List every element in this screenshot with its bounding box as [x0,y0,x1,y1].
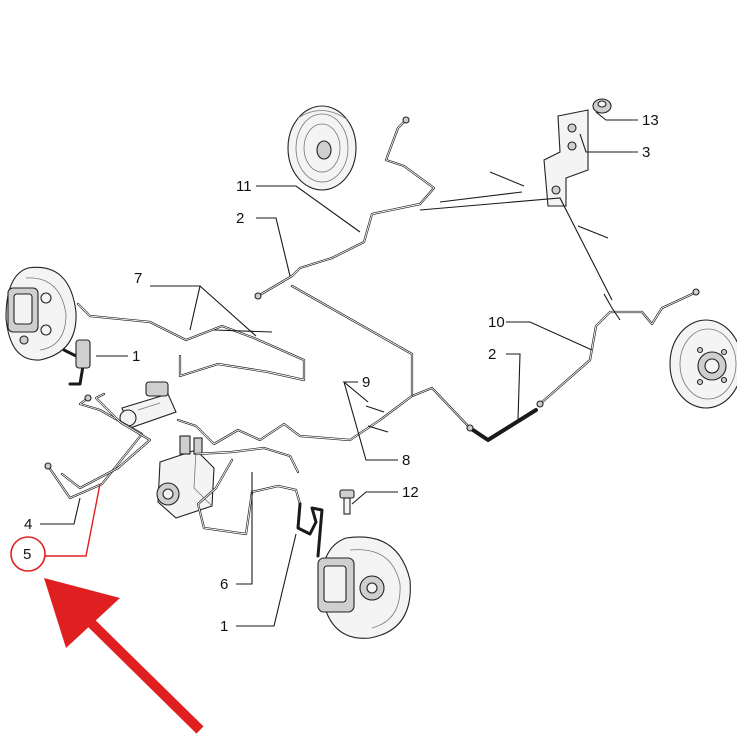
callout-2-top: 2 [236,210,244,227]
callout-3: 3 [642,144,650,161]
callout-labels: 13 3 11 2 7 1 10 2 9 8 12 4 6 1 [24,112,659,635]
callout-2-right: 2 [488,346,496,363]
callout-6: 6 [220,576,228,593]
brake-master-cylinder [119,381,177,429]
red-pointer-arrow [44,578,204,734]
reference-lines [213,171,621,433]
rear-right-brake-drum [287,105,357,191]
rear-left-brake-drum [669,319,737,409]
callout-4: 4 [24,516,32,533]
callout-7: 7 [134,270,142,287]
callout-8: 8 [402,452,410,469]
callout-10: 10 [488,314,505,331]
callout-11: 11 [236,178,252,195]
abs-hydraulic-unit [156,435,215,519]
brake-pipe-network [44,116,700,558]
callout-5: 5 [23,546,31,563]
callout-1-left: 1 [132,348,140,365]
grommet-nut [592,98,612,114]
highlighted-callout-5: 5 [10,536,46,572]
callout-13: 13 [642,112,659,129]
callout-1-bottom: 1 [220,618,228,635]
callout-leaders [40,111,638,627]
highlight-circle [10,536,46,572]
arrow-shaft [76,608,204,734]
callout-12: 12 [402,484,419,501]
highlighted-part-leader [44,483,101,557]
pipe-support-bracket [543,109,589,207]
front-left-brake-disc [5,266,77,361]
arrow-head [44,578,120,648]
hose-fixing-bolt [339,489,355,515]
callout-9: 9 [362,374,370,391]
front-right-brake-disc [317,536,411,639]
